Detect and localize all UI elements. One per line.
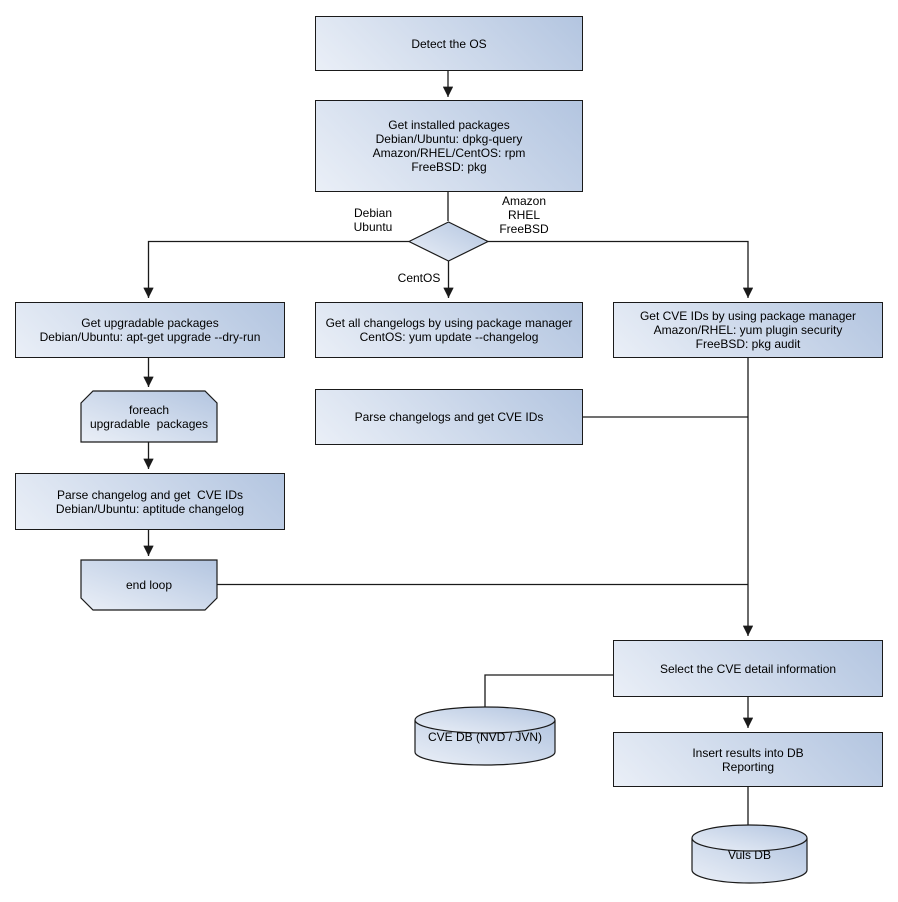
edge-label-amazon-rhel-freebsd: Amazon RHEL FreeBSD [499, 194, 549, 236]
node-get-cve-ids-label: Get CVE IDs by using package manager Ama… [639, 309, 857, 351]
node-get-all-changelogs: Get all changelogs by using package mana… [315, 302, 583, 358]
edge-decision-to-getcve [488, 240, 754, 298]
edge-label-debian-ubuntu: Debian Ubuntu [353, 206, 393, 234]
node-get-upgradable-packages: Get upgradable packages Debian/Ubuntu: a… [15, 302, 285, 358]
node-detect-os-label: Detect the OS [411, 36, 487, 51]
node-foreach-shape [80, 390, 218, 443]
node-insert-results: Insert results into DB Reporting [613, 732, 883, 787]
edge-decision-to-upgradable [143, 240, 409, 298]
node-get-upgradable-packages-label: Get upgradable packages Debian/Ubuntu: a… [39, 316, 261, 344]
edge-cvedb-to-select [484, 674, 613, 708]
node-get-installed-packages-label: Get installed packages Debian/Ubuntu: dp… [372, 118, 526, 174]
database-vuls-db-top [691, 824, 808, 852]
node-select-cve-detail: Select the CVE detail information [613, 640, 883, 697]
node-get-installed-packages: Get installed packages Debian/Ubuntu: dp… [315, 100, 583, 192]
edge-label-centos: CentOS [397, 271, 441, 285]
node-get-cve-ids: Get CVE IDs by using package manager Ama… [613, 302, 883, 358]
node-endloop-shape [80, 559, 218, 611]
node-parse-changelog: Parse changelog and get CVE IDs Debian/U… [15, 473, 285, 530]
node-parse-changelogs: Parse changelogs and get CVE IDs [315, 389, 583, 445]
database-cve-db-top [414, 706, 556, 734]
node-insert-results-label: Insert results into DB Reporting [692, 745, 804, 774]
node-parse-changelogs-label: Parse changelogs and get CVE IDs [354, 410, 544, 424]
decision-os-diamond [407, 221, 490, 262]
node-select-cve-detail-label: Select the CVE detail information [659, 661, 837, 676]
node-detect-os: Detect the OS [315, 16, 583, 71]
node-get-all-changelogs-label: Get all changelogs by using package mana… [325, 316, 573, 344]
node-parse-changelog-label: Parse changelog and get CVE IDs Debian/U… [55, 487, 245, 516]
